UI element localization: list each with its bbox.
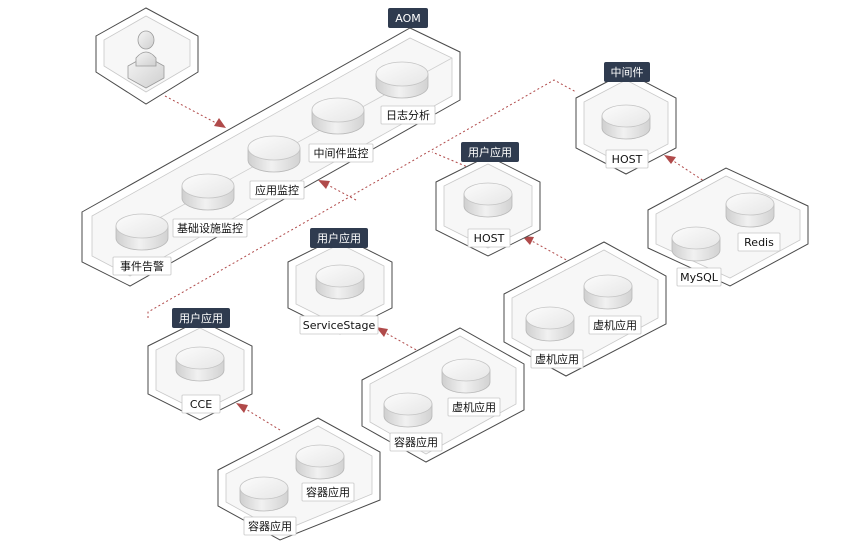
servicestage-label: ServiceStage xyxy=(303,319,376,332)
arrowhead-icon xyxy=(664,155,676,164)
cce-tag: 用户应用 xyxy=(179,311,223,325)
connector-container-group-to-cce xyxy=(243,407,281,431)
vm-app-label: 虚机应用 xyxy=(452,400,496,414)
cce-box[interactable]: CCE 用户应用 xyxy=(147,308,253,421)
middleware-nodes-group: MySQL Redis xyxy=(647,167,809,287)
redis-label: Redis xyxy=(744,236,774,249)
container-apps-group: 容器应用 容器应用 xyxy=(217,417,381,541)
container-app-node[interactable]: 容器应用 xyxy=(239,476,297,536)
user-app-host-label: HOST xyxy=(474,232,505,245)
aom-module-label: 日志分析 xyxy=(386,108,430,122)
vm-app-label: 虚机应用 xyxy=(593,318,637,332)
aom-module-log-analysis[interactable]: 日志分析 xyxy=(375,61,436,125)
aom-module-label: 中间件监控 xyxy=(314,146,369,160)
vm-app-label: 虚机应用 xyxy=(535,352,579,366)
middleware-host-box[interactable]: HOST 中间件 xyxy=(575,62,677,175)
arrowhead-icon xyxy=(214,118,226,128)
vm-app-node[interactable]: 虚机应用 xyxy=(441,358,501,417)
aom-module-label: 应用监控 xyxy=(255,183,299,197)
container-app-label: 容器应用 xyxy=(248,519,292,533)
user-app-tag: 用户应用 xyxy=(468,145,512,159)
middleware-tag: 中间件 xyxy=(611,66,644,79)
user-app-host-box[interactable]: HOST 用户应用 xyxy=(435,142,541,257)
connector-user-to-aom xyxy=(164,95,219,125)
vm-app-node[interactable]: 虚机应用 xyxy=(583,274,642,335)
servicestage-tag: 用户应用 xyxy=(317,231,361,245)
arrowhead-icon xyxy=(376,327,388,337)
connector-servicestage-to-app-monitor xyxy=(325,183,357,201)
aom-module-label: 事件告警 xyxy=(120,259,164,273)
aom-module-event-alarm[interactable]: 事件告警 xyxy=(112,213,172,276)
connector-cce-to-middleware xyxy=(147,79,577,318)
mysql-label: MySQL xyxy=(680,271,719,284)
user-box xyxy=(95,7,199,105)
mixed-apps-group: 容器应用 虚机应用 xyxy=(361,327,525,463)
servicestage-box[interactable]: ServiceStage 用户应用 xyxy=(287,228,393,335)
connectors xyxy=(147,79,711,431)
container-app-label: 容器应用 xyxy=(306,485,350,499)
container-app-node[interactable]: 容器应用 xyxy=(295,444,355,502)
user-icon xyxy=(127,30,165,89)
connector-vm-group-to-host xyxy=(529,239,571,263)
aom-tag-text: AOM xyxy=(395,12,420,25)
container-app-node[interactable]: 容器应用 xyxy=(383,392,443,452)
aom-module-middleware-monitor[interactable]: 中间件监控 xyxy=(308,97,374,163)
aom-group: 事件告警 基础设施监控 应用监控 中间件监控 日志分析 xyxy=(81,8,461,287)
arrowhead-icon xyxy=(236,403,248,413)
container-app-label: 容器应用 xyxy=(394,435,438,449)
aom-module-app-monitor[interactable]: 应用监控 xyxy=(247,135,305,200)
aom-module-label: 基础设施监控 xyxy=(177,221,243,235)
connector-mixed-group-to-servicestage xyxy=(383,331,421,353)
redis-node[interactable]: Redis xyxy=(725,192,781,252)
mysql-node[interactable]: MySQL xyxy=(671,226,722,287)
vm-app-node[interactable]: 虚机应用 xyxy=(525,306,584,369)
vm-apps-group: 虚机应用 虚机应用 xyxy=(503,241,667,377)
aom-module-infra-monitor[interactable]: 基础设施监控 xyxy=(172,173,248,238)
arrowhead-icon xyxy=(318,180,330,189)
aom-tag: AOM xyxy=(388,8,428,28)
connector-mw-group-to-host xyxy=(671,159,711,186)
arrowhead-icon xyxy=(522,236,534,245)
middleware-host-label: HOST xyxy=(612,153,643,166)
cce-label: CCE xyxy=(190,398,212,411)
